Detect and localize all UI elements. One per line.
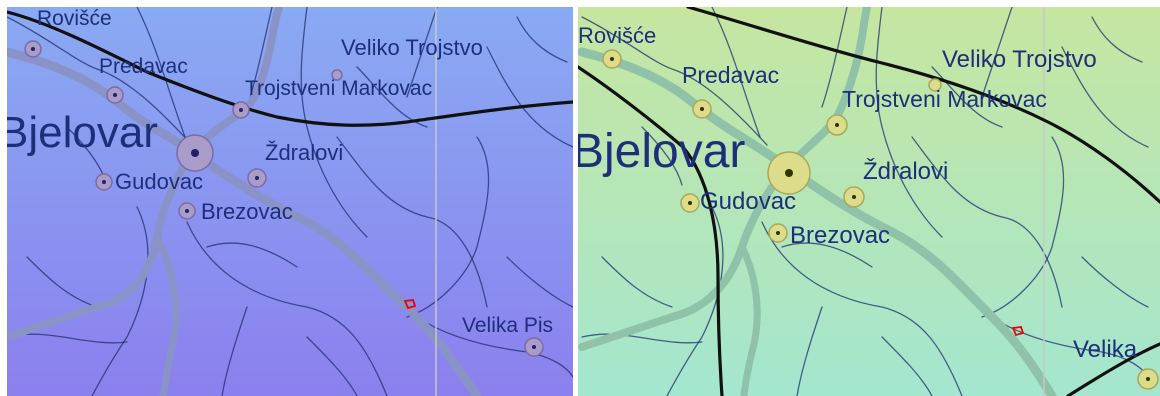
settlement-symbols (24, 40, 544, 357)
settlement-symbol-veliko-trojstvo (928, 78, 942, 92)
label-velika-pisanica: Velika Pis (462, 314, 553, 337)
place-labels: Rovišće Predavac Veliko Trojstvo Trojstv… (7, 7, 553, 337)
map-left: Rovišće Predavac Veliko Trojstvo Trojstv… (7, 7, 573, 396)
settlement-symbols (602, 49, 1159, 390)
label-rovisce: Rovišće (578, 23, 656, 48)
label-zdralovi: Ždralovi (863, 158, 948, 185)
map-panel-left: Rovišće Predavac Veliko Trojstvo Trojstv… (7, 7, 573, 396)
label-zdralovi: Ždralovi (265, 140, 343, 165)
label-gudovac: Gudovac (700, 188, 796, 215)
red-marker (403, 299, 417, 310)
place-labels: Rovišće Predavac Veliko Trojstvo Trojstv… (578, 23, 1138, 363)
map-right: Rovišće Predavac Veliko Trojstvo Trojstv… (578, 7, 1160, 396)
label-predavac: Predavac (682, 62, 779, 88)
map-background (7, 7, 573, 396)
label-gudovac: Gudovac (115, 169, 203, 194)
label-trojstveni-markovac: Trojstveni Markovac (245, 77, 432, 100)
boundary-line (7, 10, 573, 127)
label-rovisce: Rovišće (37, 7, 112, 30)
label-veliko-trojstvo: Veliko Trojstvo (942, 46, 1097, 73)
main-roads (7, 7, 482, 396)
label-predavac: Predavac (99, 55, 188, 78)
label-brezovac: Brezovac (201, 199, 293, 224)
settlement-symbol-veliko-trojstvo (331, 69, 343, 81)
label-bjelovar: Bjelovar (7, 108, 158, 157)
label-bjelovar: Bjelovar (578, 125, 745, 178)
road-main (7, 47, 482, 396)
label-trojstveni-markovac: Trojstveni Markovac (842, 86, 1047, 112)
label-velika-pisanica: Velika (1073, 336, 1138, 363)
minor-roads (581, 7, 1149, 396)
map-background (578, 7, 1160, 396)
label-brezovac: Brezovac (790, 222, 890, 249)
label-veliko-trojstvo: Veliko Trojstvo (341, 35, 483, 60)
boundary-lines (578, 7, 1160, 396)
red-marker (1011, 326, 1025, 337)
map-panel-right: Rovišće Predavac Veliko Trojstvo Trojstv… (578, 7, 1160, 396)
